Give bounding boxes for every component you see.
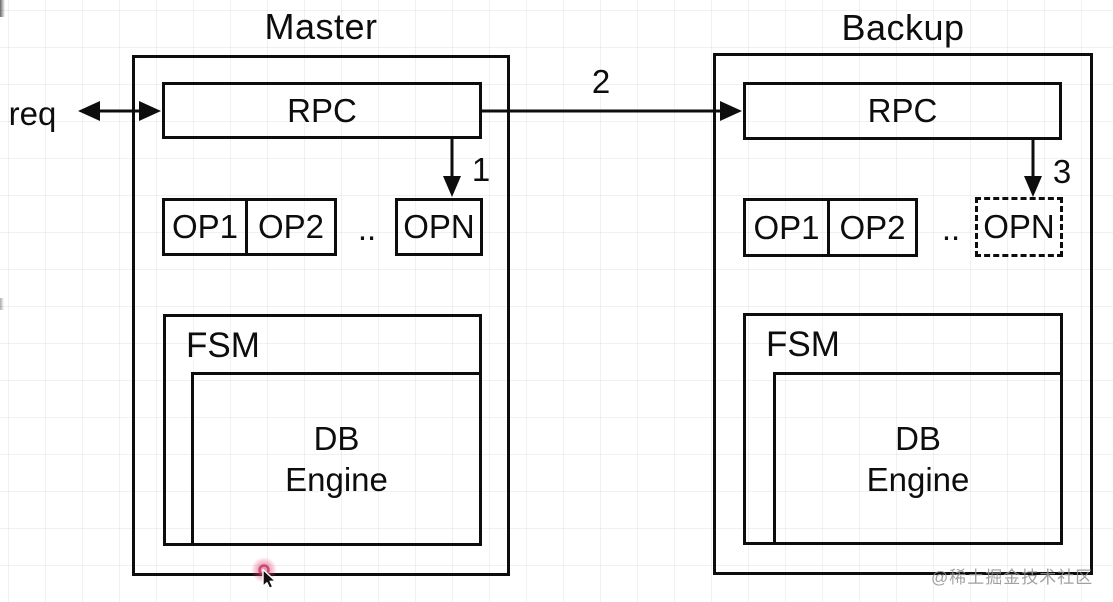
master-opn-label: OPN xyxy=(403,208,475,245)
master-db-engine-box: DB Engine xyxy=(191,372,482,546)
master-op1-box: OP1 xyxy=(162,198,248,256)
backup-op1-label: OP1 xyxy=(753,208,820,246)
step2-label: 2 xyxy=(591,63,611,100)
backup-opn-box-dashed: OPN xyxy=(975,197,1063,257)
master-db-engine-label: DB Engine xyxy=(285,420,388,498)
backup-container-box xyxy=(713,53,1093,575)
backup-rpc-box: RPC xyxy=(743,82,1062,140)
backup-op2-box: OP2 xyxy=(827,198,918,257)
master-op2-box: OP2 xyxy=(245,198,337,256)
backup-db-engine-label: DB Engine xyxy=(866,419,970,498)
backup-op2-label: OP2 xyxy=(839,208,906,246)
req-label: req xyxy=(8,95,57,132)
step1-label: 1 xyxy=(471,151,491,188)
master-title: Master xyxy=(264,6,378,47)
edge-artifact-top-left xyxy=(0,0,5,17)
master-op2-label: OP2 xyxy=(257,208,325,245)
step3-label: 3 xyxy=(1052,153,1072,190)
master-op1-label: OP1 xyxy=(171,208,239,245)
master-opn-box: OPN xyxy=(395,198,483,256)
backup-op-ellipsis: .. xyxy=(941,210,961,247)
backup-db-engine-box: DB Engine xyxy=(773,372,1063,545)
backup-fsm-label: FSM xyxy=(766,325,840,364)
master-op-ellipsis: .. xyxy=(357,210,377,247)
edge-artifact-mid-left xyxy=(0,298,4,310)
backup-title: Backup xyxy=(841,7,965,48)
backup-rpc-label: RPC xyxy=(867,92,938,129)
backup-opn-label: OPN xyxy=(983,208,1055,245)
watermark: @稀土掘金技术社区 xyxy=(931,568,1094,587)
arrow-step2 xyxy=(482,101,742,121)
master-rpc-box: RPC xyxy=(162,82,482,139)
master-fsm-label: FSM xyxy=(186,326,260,365)
master-rpc-label: RPC xyxy=(287,91,357,129)
master-container-box xyxy=(132,55,510,576)
backup-op1-box: OP1 xyxy=(743,198,830,257)
